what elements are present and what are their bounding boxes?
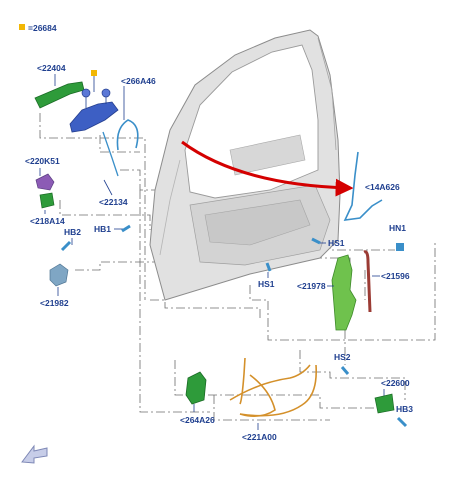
callout-14A626[interactable]: <14A626 xyxy=(365,182,400,192)
legend-text: =26684 xyxy=(28,23,57,33)
callout-HB2[interactable]: HB2 xyxy=(64,227,81,237)
bolt-HB3[interactable] xyxy=(396,416,408,428)
callout-220K51[interactable]: <220K51 xyxy=(25,156,60,166)
callout-HN1[interactable]: HN1 xyxy=(389,223,406,233)
green-clip-218A14[interactable] xyxy=(39,192,55,209)
handle-bracket-part[interactable] xyxy=(69,101,119,133)
callout-21982[interactable]: <21982 xyxy=(40,298,69,308)
callout-266A46[interactable]: <266A46 xyxy=(121,76,156,86)
door-frame xyxy=(149,29,341,301)
callout-21596[interactable]: <21596 xyxy=(381,271,410,281)
legend-marker xyxy=(19,24,25,30)
screw-HS1-right[interactable] xyxy=(311,237,321,245)
callout-264A26[interactable]: <264A26 xyxy=(180,415,215,425)
callout-arrow-14A626 xyxy=(181,140,354,197)
callout-HS1-right[interactable]: HS1 xyxy=(328,238,345,248)
lock-cylinder-2[interactable] xyxy=(101,88,111,98)
lock-cylinder[interactable] xyxy=(81,88,91,98)
exterior-handle-22404[interactable] xyxy=(34,81,85,109)
latch-cable-221A00[interactable] xyxy=(229,357,318,418)
callout-221A00[interactable]: <221A00 xyxy=(242,432,277,442)
nut-HN1[interactable] xyxy=(396,243,404,251)
screw-HS1-left[interactable] xyxy=(265,262,272,272)
glass-run-seal-21596[interactable] xyxy=(363,250,372,313)
bolt-HB1[interactable] xyxy=(121,224,131,233)
callout-HS1-left[interactable]: HS1 xyxy=(258,279,275,289)
callout-22600[interactable]: <22600 xyxy=(381,378,410,388)
release-rod-22134[interactable] xyxy=(102,131,119,177)
lock-rod-cable[interactable] xyxy=(116,119,139,151)
callout-HB3[interactable]: HB3 xyxy=(396,404,413,414)
hinge-21982[interactable] xyxy=(49,263,69,287)
callout-HS2[interactable]: HS2 xyxy=(334,352,351,362)
screw-HS2[interactable] xyxy=(340,366,350,375)
callout-22134[interactable]: <22134 xyxy=(99,197,128,207)
window-regulator-21978[interactable] xyxy=(331,254,357,331)
assembly-dashed-lines xyxy=(39,113,436,421)
navigation-arrow-icon[interactable] xyxy=(21,444,48,464)
marker-26684 xyxy=(91,70,97,76)
wiring-harness-14A626[interactable] xyxy=(343,151,383,221)
bolt-HB2[interactable] xyxy=(60,240,72,252)
callout-218A14[interactable]: <218A14 xyxy=(30,216,65,226)
callout-HB1[interactable]: HB1 xyxy=(94,224,111,234)
door-latch-22600[interactable] xyxy=(374,393,395,414)
callout-22404[interactable]: <22404 xyxy=(37,63,66,73)
latch-actuator-264A26[interactable] xyxy=(185,371,207,405)
purple-bracket-220K51[interactable] xyxy=(35,173,55,191)
callout-21978[interactable]: <21978 xyxy=(297,281,326,291)
